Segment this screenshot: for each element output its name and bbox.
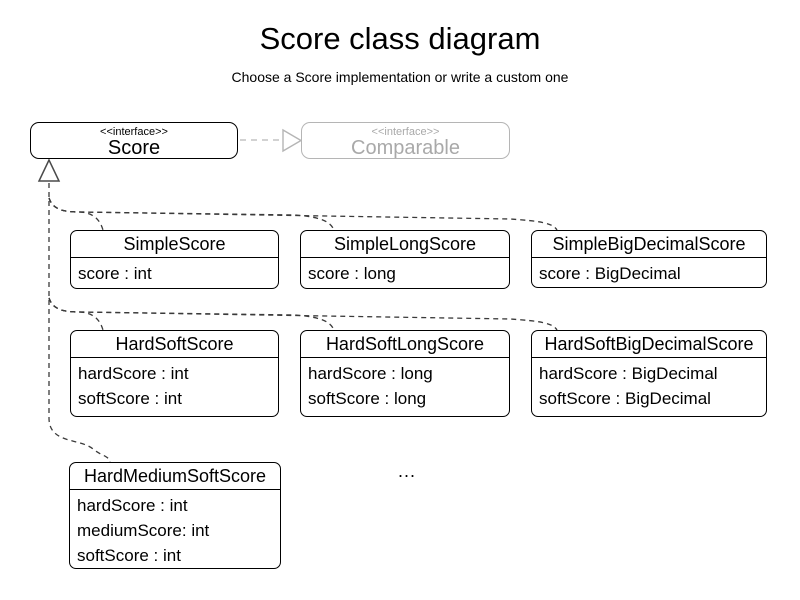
realization-connector-hardsoftbigdecimalscore: [48, 297, 558, 331]
realization-connector-hardmediumsoftscore: [48, 183, 111, 463]
class-name: SimpleScore: [71, 231, 278, 258]
class-attribute: hardScore : int: [78, 364, 189, 383]
class-box-simplebigdecimalscore: SimpleBigDecimalScore score : BigDecimal: [531, 230, 767, 288]
class-attribute: softScore : int: [77, 546, 181, 565]
generalization-arrow-icon: [37, 158, 61, 182]
class-name: SimpleLongScore: [301, 231, 509, 258]
class-box-hardmediumsoftscore: HardMediumSoftScore hardScore : int medi…: [69, 462, 281, 569]
interface-name: Score: [107, 137, 161, 159]
class-box-hardsoftscore: HardSoftScore hardScore : int softScore …: [70, 330, 279, 417]
class-box-hardsoftlongscore: HardSoftLongScore hardScore : long softS…: [300, 330, 510, 417]
interface-box-score: <<interface>> Score: [30, 122, 238, 159]
more-implementations-ellipsis: ...: [398, 461, 417, 481]
class-name: HardSoftBigDecimalScore: [532, 331, 766, 358]
class-name: HardSoftScore: [71, 331, 278, 358]
class-attribute: mediumScore: int: [77, 521, 210, 540]
interface-name: Comparable: [351, 137, 460, 159]
class-attribute: hardScore : long: [308, 364, 433, 383]
class-name: HardMediumSoftScore: [70, 463, 280, 490]
class-attribute: score : int: [78, 264, 152, 283]
class-box-simplelongscore: SimpleLongScore score : long: [300, 230, 510, 289]
interface-stereotype: <<interface>>: [371, 126, 440, 138]
class-name: SimpleBigDecimalScore: [532, 231, 766, 258]
extends-arrow-icon: [282, 128, 303, 153]
class-attribute: score : BigDecimal: [539, 264, 681, 283]
class-attribute: hardScore : int: [77, 496, 188, 515]
class-attribute: score : long: [308, 264, 396, 283]
page-subtitle: Choose a Score implementation or write a…: [231, 69, 569, 85]
class-box-hardsoftbigdecimalscore: HardSoftBigDecimalScore hardScore : BigD…: [531, 330, 767, 417]
class-box-simplescore: SimpleScore score : int: [70, 230, 279, 289]
page-title: Score class diagram: [259, 21, 541, 56]
interface-stereotype: <<interface>>: [100, 126, 168, 138]
realization-connector-simplescore: [48, 197, 104, 231]
interface-box-comparable: <<interface>> Comparable: [301, 122, 510, 159]
realization-connector-hardsoftscore: [48, 297, 104, 331]
realization-connector-simplebigdecimalscore: [48, 197, 558, 231]
class-attribute: softScore : long: [308, 389, 427, 408]
class-attribute: softScore : BigDecimal: [539, 389, 711, 408]
class-attribute: hardScore : BigDecimal: [539, 364, 718, 383]
class-name: HardSoftLongScore: [301, 331, 509, 358]
class-attribute: softScore : int: [78, 389, 182, 408]
